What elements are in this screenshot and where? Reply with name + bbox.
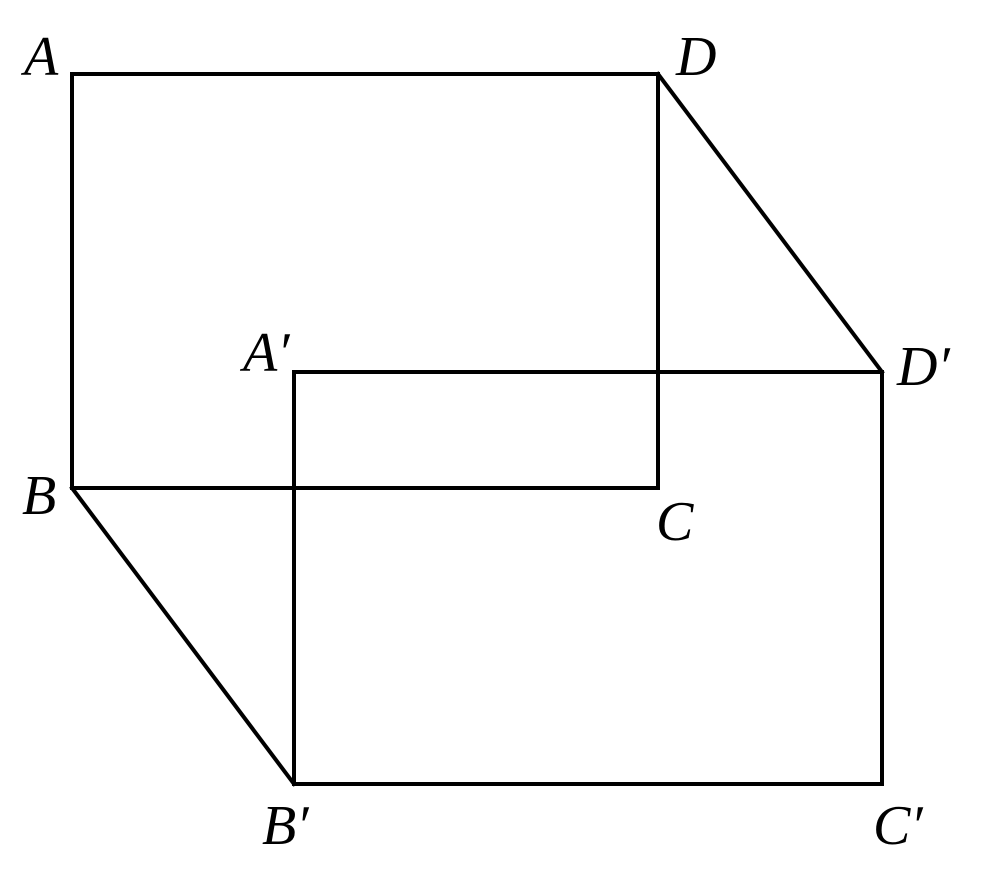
vertex-label-d-prime: D′ (896, 336, 950, 398)
vertex-label-a: A (20, 26, 59, 88)
edge-d-d-prime (655, 71, 885, 375)
edge-b-b-prime (69, 485, 297, 787)
vertex-label-d: D (675, 26, 716, 88)
vertex-label-a-prime: A′ (239, 322, 290, 384)
vertex-label-b-prime: B′ (262, 795, 309, 857)
vertex-label-c: C (656, 491, 694, 553)
vertex-label-b: B (22, 465, 56, 527)
edges-group (69, 71, 885, 787)
labels-group: A D A′ D′ B C B′ C′ (20, 26, 950, 857)
vertex-label-c-prime: C′ (873, 795, 923, 857)
